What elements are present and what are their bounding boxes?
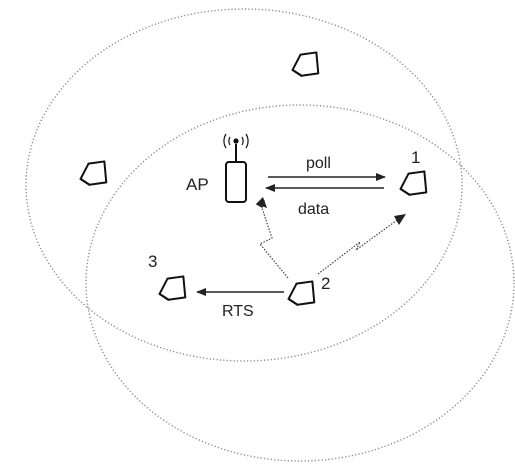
station-coverage-area <box>85 104 515 462</box>
lightning-zigzag-icon <box>255 197 289 279</box>
laptop-icon <box>287 280 316 306</box>
laptop-icon <box>158 275 187 301</box>
antenna-tower-icon <box>223 133 249 203</box>
ap-label: AP <box>186 175 209 194</box>
lightning-zigzag-icon <box>317 214 406 275</box>
rts-label: RTS <box>222 303 254 320</box>
laptop-icon <box>399 170 428 196</box>
data-label: data <box>298 201 329 218</box>
station-1-label: 1 <box>411 148 420 167</box>
station-3-label: 3 <box>148 252 157 271</box>
station-2-label: 2 <box>321 274 330 293</box>
poll-label: poll <box>306 155 331 172</box>
ap-coverage-area <box>25 8 463 362</box>
laptop-icon <box>291 51 320 77</box>
laptop-icon <box>79 160 108 186</box>
